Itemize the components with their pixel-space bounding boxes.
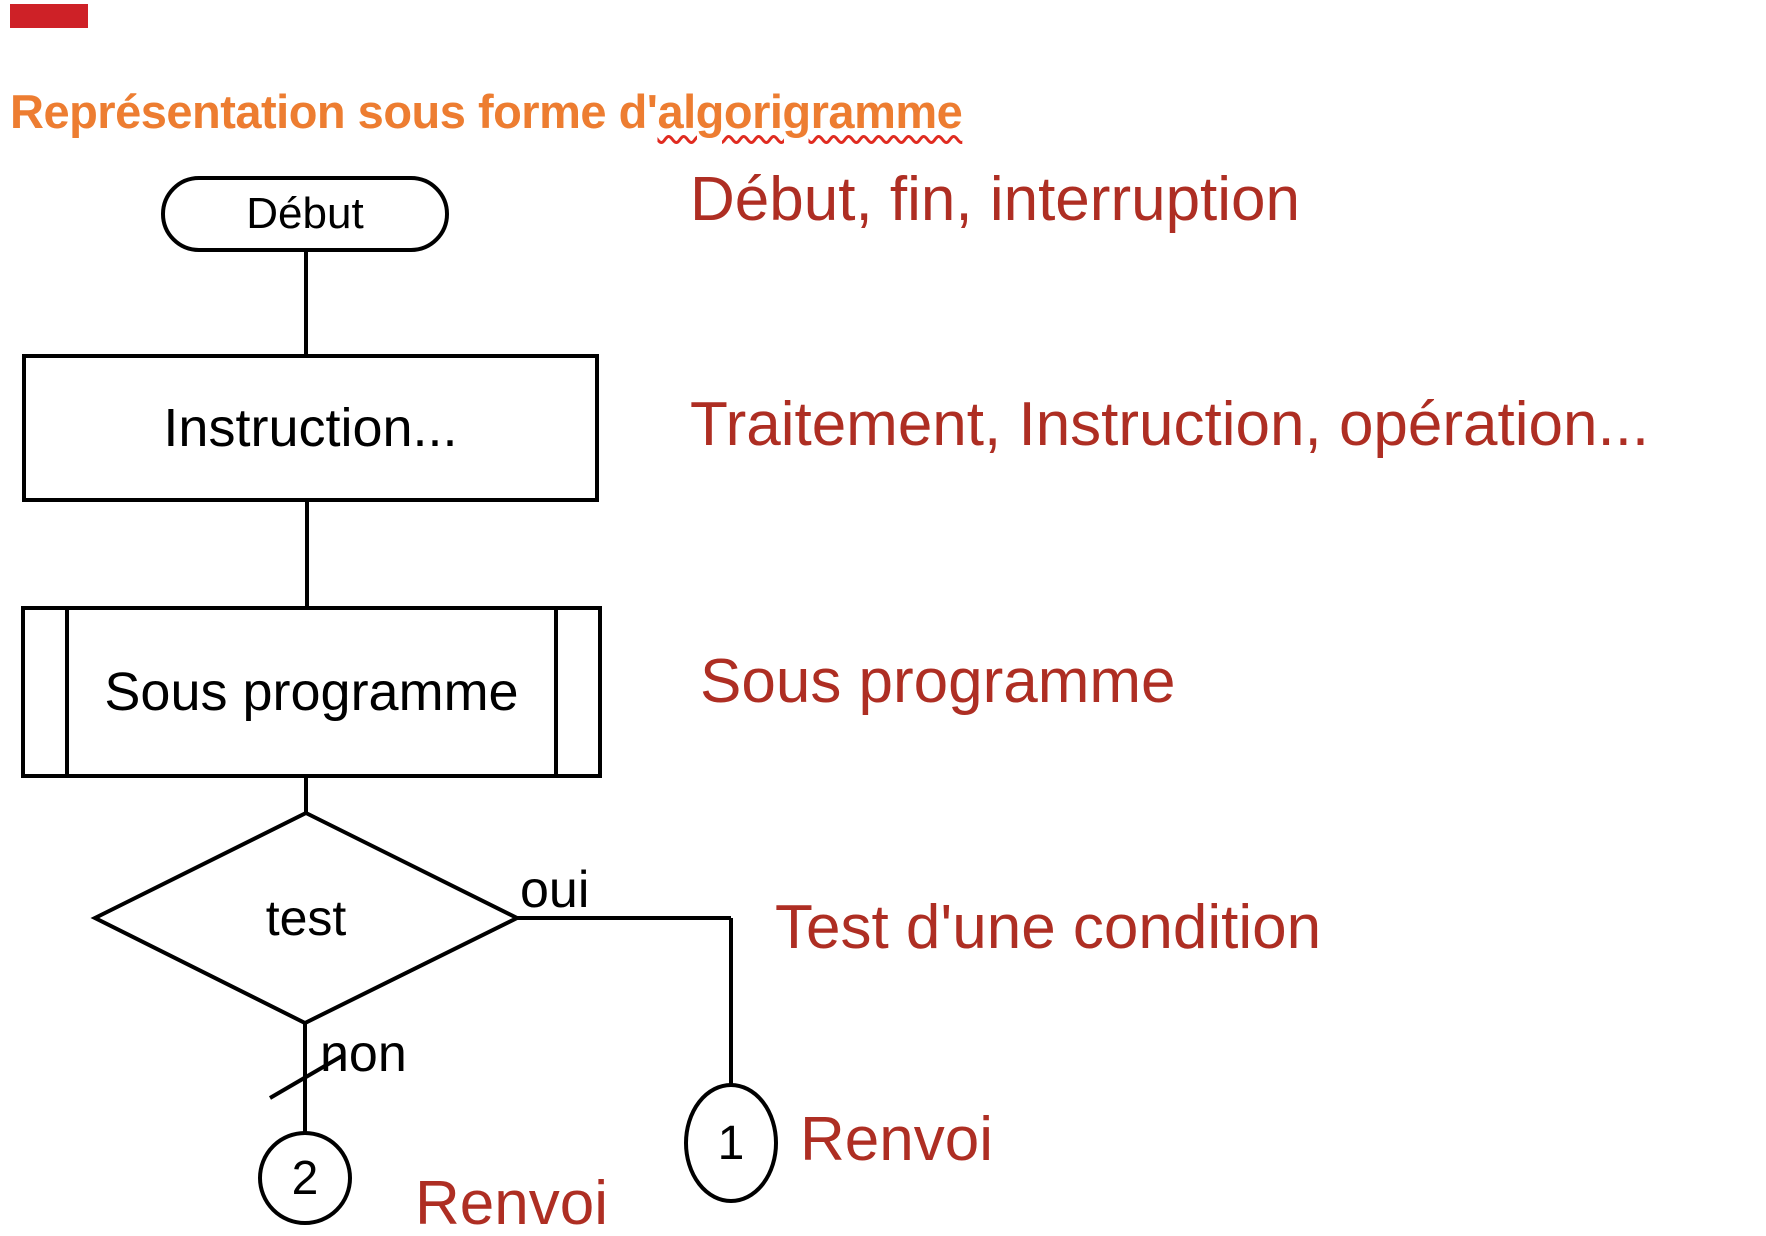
connector-2-label: 2 xyxy=(291,1151,319,1205)
start-terminator-shape xyxy=(161,176,449,252)
slide-title-prefix: Représentation sous forme d' xyxy=(10,85,658,138)
instruction-label: Instruction... xyxy=(163,398,458,458)
connector-2-circle xyxy=(258,1131,352,1225)
start-terminator-label: Début xyxy=(246,189,364,238)
annotation-decision: Test d'une condition xyxy=(775,893,1322,962)
decision-label: test xyxy=(265,890,347,946)
annotation-renvoi-1: Renvoi xyxy=(800,1105,993,1174)
annotation-renvoi-2: Renvoi xyxy=(415,1169,608,1236)
subroutine-label: Sous programme xyxy=(104,662,519,722)
instruction-process-box xyxy=(22,354,599,502)
slide-title: Représentation sous forme d'algorigramme xyxy=(10,84,963,139)
subroutine-box xyxy=(21,606,602,778)
annotation-terminator: Début, fin, interruption xyxy=(690,165,1301,234)
red-accent-block xyxy=(10,4,88,28)
connector-1-label: 1 xyxy=(717,1116,745,1170)
connector-1-circle xyxy=(684,1083,778,1203)
no-branch-label: non xyxy=(320,1025,407,1083)
slide-title-misspelled-word: algorigramme xyxy=(657,85,963,138)
no-branch-tick xyxy=(268,1054,344,1100)
annotation-subroutine: Sous programme xyxy=(700,647,1176,716)
decision-diamond xyxy=(90,810,522,1026)
annotation-process: Traitement, Instruction, opération... xyxy=(690,390,1650,459)
yes-branch-label: oui xyxy=(520,861,590,919)
